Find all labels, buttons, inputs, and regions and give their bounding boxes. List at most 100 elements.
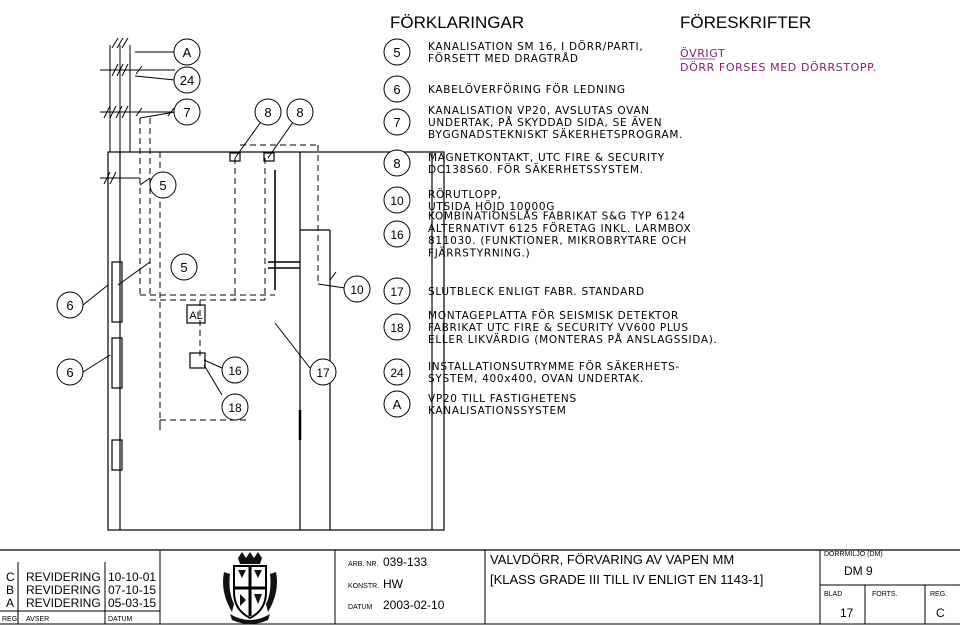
legend-text-line: KANALISATION VP20, AVSLUTAS OVAN (428, 105, 650, 117)
callout-16-label: 16 (228, 364, 242, 378)
legend-code-circle (383, 313, 411, 341)
legend-code-circle (383, 38, 411, 66)
konstr-label: KONSTR. (348, 583, 379, 590)
callout-5b: 5 (170, 253, 198, 281)
callout-7-label: 7 (183, 105, 190, 120)
callout-8b-label: 8 (296, 105, 303, 120)
callout-18: 18 (221, 393, 249, 421)
callout-6b-label: 6 (66, 365, 73, 380)
legend-text-line: KOMBINATIONSLÅS FABRIKAT S&G TYP 6124 (428, 210, 686, 223)
legend-heading: FÖRKLARINGAR (390, 13, 524, 32)
callout-6a: 6 (56, 291, 84, 319)
legend-code: 7 (393, 115, 400, 130)
door-frame (107, 151, 445, 531)
drawing-title-line1: VALVDÖRR, FÖRVARING AV VAPEN MM (490, 552, 734, 567)
arb-nr-label: ARB. NR. (348, 561, 378, 568)
legend-text-line: FABRIKAT UTC FIRE & SECURITY VV600 PLUS (428, 322, 689, 334)
rev-c-text: REVIDERING (26, 570, 101, 584)
callout-6a-label: 6 (66, 298, 73, 313)
legend-item-16: 16 KOMBINATIONSLÅS FABRIKAT S&G TYP 6124A… (383, 210, 691, 259)
legend-text-line: UTSIDA HÖJD 10000G (428, 200, 555, 213)
reg-label: REG. (930, 591, 947, 598)
legend-text-line: MONTAGEPLATTA FÖR SEISMISK DETEKTOR (428, 309, 679, 322)
env-label: DÖRRMILJÖ (DM) (824, 550, 883, 558)
rev-a-reg: A (6, 596, 14, 610)
callout-8a-label: 8 (264, 105, 271, 120)
rev-b-reg: B (6, 583, 14, 597)
legend-code: 17 (390, 285, 404, 299)
legend-code-circle (383, 149, 411, 177)
rev-header-avser: AVSER (26, 616, 49, 623)
legend-code: 10 (390, 194, 404, 208)
revision-table: C REVIDERING 10-10-01 B REVIDERING 07-10… (2, 570, 156, 623)
legend-text-line: ALTERNATIVT 6125 FÖRETAG INKL. LARMBOX (428, 222, 691, 235)
legend-text-line: FÖRSETT MED DRAGTRÅD (428, 52, 579, 65)
callout-17: 17 (309, 358, 337, 386)
datum-label: DATUM (348, 604, 373, 611)
callout-a-label: A (183, 45, 192, 60)
env-value: DM 9 (844, 564, 873, 578)
callout-10: 10 (343, 275, 371, 303)
conduits (82, 37, 346, 440)
al-label: AL (189, 310, 202, 322)
legend-code-circle (383, 186, 411, 214)
legend-text-line: SLUTBLECK ENLIGT FABR. STANDARD (428, 286, 645, 298)
legend-text-line: DC138S60. FÖR SÄKERHETSSYSTEM. (428, 163, 644, 176)
legend-code-circle (383, 358, 411, 386)
callout-8a: 8 (254, 98, 282, 126)
legend-code: A (393, 397, 402, 412)
legend-code-circle (383, 390, 411, 418)
legend-code-circle (383, 220, 411, 248)
legend-text-line: FJÄRRSTYRNING.) (428, 246, 530, 259)
legend-code: 6 (393, 82, 400, 97)
arb-nr-value: 039-133 (383, 555, 427, 569)
legend-text-line: MAGNETKONTAKT, UTC FIRE & SECURITY (428, 152, 665, 164)
sheet-info: DÖRRMILJÖ (DM) DM 9 BLAD 17 FORTS. REG. … (824, 550, 947, 620)
legend-text-line: UNDERTAK, PÅ SKYDDAD SIDA, SE ÄVEN (428, 116, 662, 129)
forts-label: FORTS. (872, 591, 898, 598)
legend-code: 8 (393, 156, 400, 171)
legend-code: 16 (390, 228, 404, 242)
rev-c-date: 10-10-01 (108, 570, 156, 584)
alarm-box (186, 304, 206, 324)
callout-a: A (173, 38, 201, 66)
rev-b-date: 07-10-15 (108, 583, 156, 597)
drawing-callouts: A 24 7 8 8 5 5 10 (56, 38, 371, 421)
rev-c-reg: C (6, 570, 15, 584)
dashed-routing (109, 118, 319, 421)
legend-text-line: 811030. (FUNKTIONER, MIKROBRYTARE OCH (428, 235, 687, 247)
legend-text-line: SYSTEM, 400x400, OVAN UNDERTAK. (428, 373, 644, 385)
legend-text-line: KANALISATIONSSYSTEM (428, 405, 567, 417)
callout-10-label: 10 (350, 283, 364, 297)
legend-item-17: 17 SLUTBLECK ENLIGT FABR. STANDARD (383, 277, 645, 305)
legend-text-line: KABELÖVERFÖRING FÖR LEDNING (428, 83, 626, 96)
legend-code-circle (383, 108, 411, 136)
callout-5b-label: 5 (180, 260, 187, 275)
rev-b-text: REVIDERING (26, 583, 101, 597)
callout-8b: 8 (286, 98, 314, 126)
callout-7: 7 (173, 98, 201, 126)
rev-header-datum: DATUM (108, 616, 133, 623)
rev-header-reg: REG. (2, 616, 19, 623)
legend-code-circle (383, 75, 411, 103)
rev-a-text: REVIDERING (26, 596, 101, 610)
rules-section: ÖVRIGT (680, 47, 725, 60)
legend-code: 24 (390, 366, 404, 380)
callout-6b: 6 (56, 358, 84, 386)
callout-17-label: 17 (316, 366, 330, 380)
rules-text: DÖRR FORSES MED DÖRRSTOPP. (680, 61, 877, 74)
legend-code-circle (383, 277, 411, 305)
legend-text-line: BYGGNADSTEKNISKT SÄKERHETSPROGRAM. (428, 128, 683, 141)
legend-item-7: 7 KANALISATION VP20, AVSLUTAS OVANUNDERTA… (383, 105, 683, 141)
drawing-info: ARB. NR. 039-133 KONSTR. HW DATUM 2003-0… (348, 555, 445, 612)
legend-item-6: 6 KABELÖVERFÖRING FÖR LEDNING (383, 75, 626, 103)
reg-value: C (936, 606, 945, 620)
callout-5a: 5 (149, 171, 177, 199)
datum-value: 2003-02-10 (383, 598, 445, 612)
